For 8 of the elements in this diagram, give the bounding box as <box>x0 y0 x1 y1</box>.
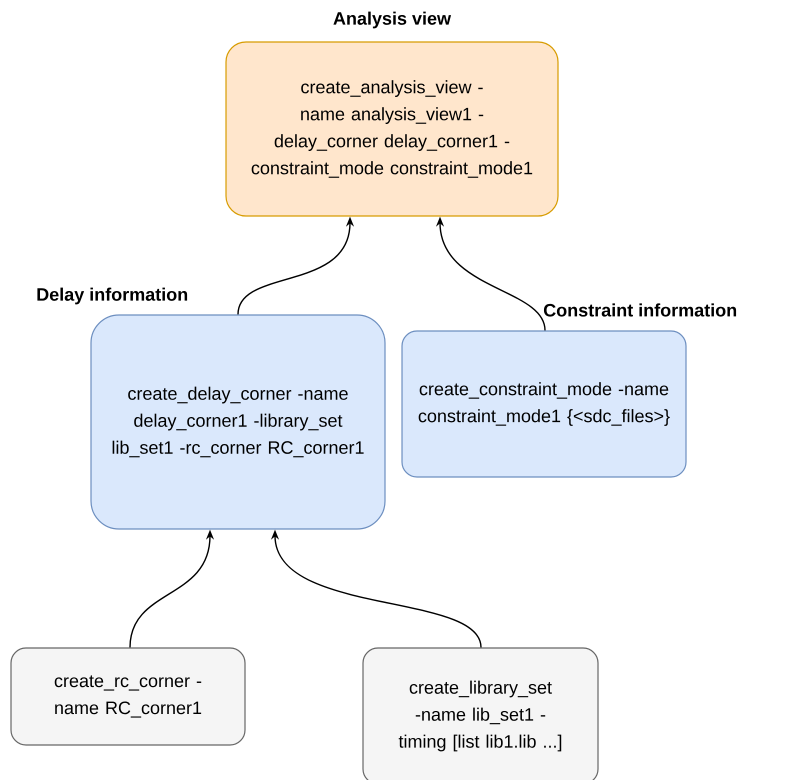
process-box: create_analysis_view -name analysis_view1 -delay_corner delay_corner1 -constraint_mode constraint_mode1 <box>225 41 559 217</box>
process-box: create_delay_corner -name delay_corner1 -library_set lib_set1 -rc_corner RC_corner1 <box>90 314 386 530</box>
process-box: create_constraint_mode -name constraint_mode1 {<sdc_files>} <box>401 330 687 478</box>
process-box: create_rc_corner -name RC_corner1 <box>10 647 246 746</box>
heading: Analysis view <box>333 12 452 28</box>
heading: Constraint information <box>544 303 736 317</box>
process-box: create_library_set -name lib_set1 -timing [list lib1.lib ...] <box>362 647 599 780</box>
heading: Delay information <box>37 288 188 304</box>
